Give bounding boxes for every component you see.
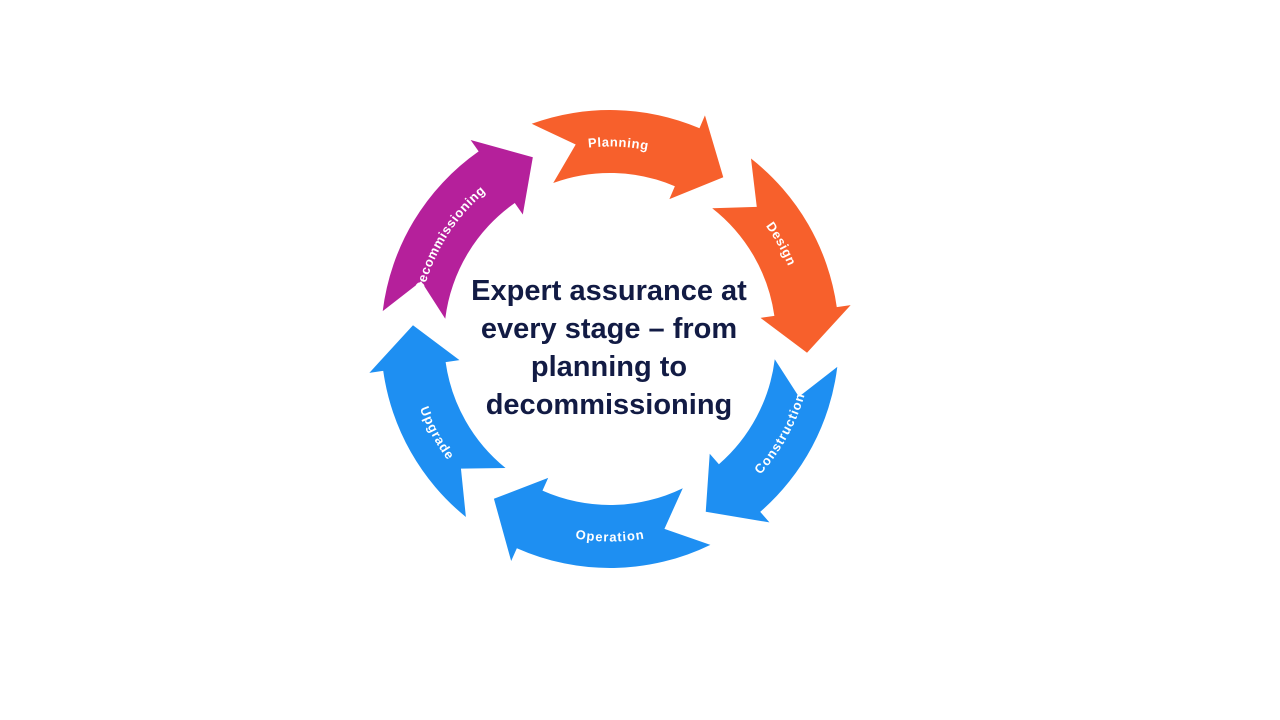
- center-message-line-4: decommissioning: [485, 389, 733, 421]
- segment-design: [712, 158, 851, 353]
- segment-upgrade: [369, 325, 506, 517]
- center-message-line-2: every stage – from: [480, 313, 738, 345]
- center-message-line-3: planning to: [530, 351, 688, 383]
- segment-label-operation: Operation: [575, 526, 646, 544]
- segment-operation: [493, 477, 711, 568]
- segment-construction: [705, 359, 838, 523]
- center-message: Expert assurance at every stage – from p…: [444, 272, 774, 424]
- segment-label-planning: Planning: [587, 134, 650, 153]
- segment-decommissioning: [382, 139, 533, 319]
- segment-planning: [531, 109, 724, 200]
- center-message-line-1: Expert assurance at: [471, 275, 747, 307]
